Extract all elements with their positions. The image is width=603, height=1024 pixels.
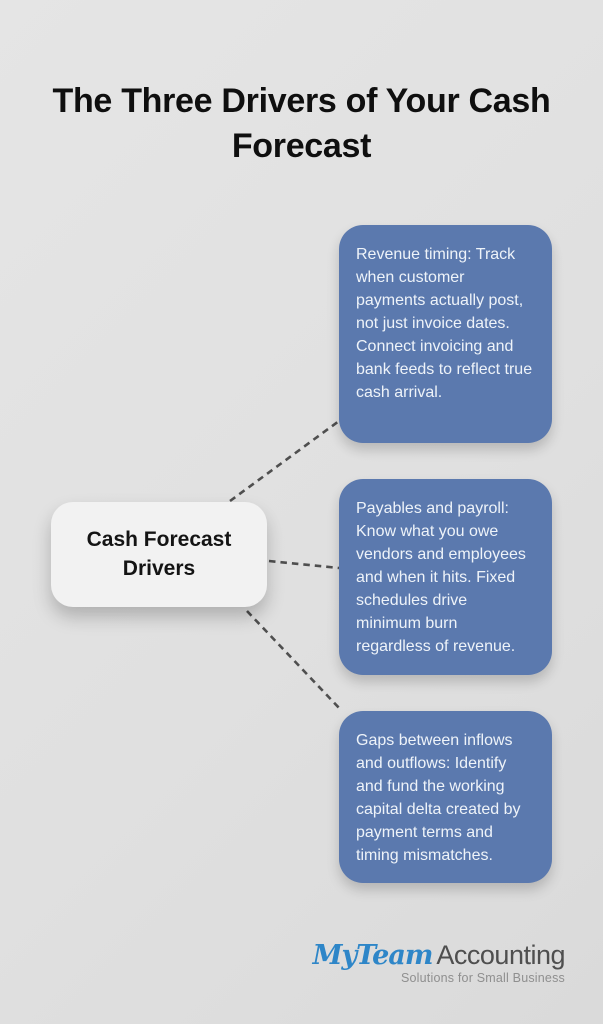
driver-text-payables-payroll: Payables and payroll: Know what you owe … [356, 500, 526, 655]
center-node-label: Cash Forecast Drivers [86, 527, 232, 580]
page-title: The Three Drivers of Your Cash Forecast [52, 81, 551, 165]
connector-top [229, 419, 340, 503]
driver-box-payables-payroll: Payables and payroll: Know what you owe … [339, 479, 552, 675]
driver-text-revenue-timing: Revenue timing: Track when customer paym… [356, 246, 533, 401]
connector-middle [268, 559, 340, 570]
logo-brand-script: MyTeam [312, 940, 434, 971]
driver-text-inflow-outflow-gaps: Gaps between inflows and outflows: Ident… [356, 732, 521, 864]
logo-brand-rest: Accounting [436, 940, 565, 970]
logo-tagline: Solutions for Small Business [400, 971, 565, 985]
driver-box-revenue-timing: Revenue timing: Track when customer paym… [339, 225, 552, 443]
center-node-cash-forecast-drivers: Cash Forecast Drivers [51, 502, 267, 607]
driver-box-inflow-outflow-gaps: Gaps between inflows and outflows: Ident… [339, 711, 552, 883]
connector-bottom [246, 610, 342, 711]
